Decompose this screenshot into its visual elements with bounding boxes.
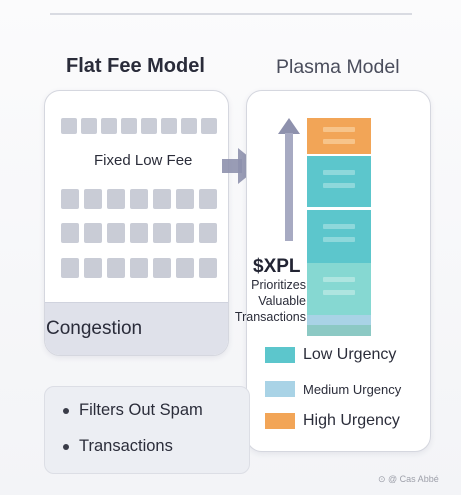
low-urgency-block <box>307 210 371 263</box>
transaction-block <box>130 258 148 278</box>
low-urgency-block <box>307 263 371 315</box>
flat-fee-model-title: Flat Fee Model <box>66 55 205 77</box>
transaction-block <box>153 223 171 243</box>
block-line <box>323 224 355 229</box>
transaction-block <box>130 223 148 243</box>
high-urgency-block <box>307 118 371 154</box>
bullet-text: Filters Out Spam <box>79 401 203 419</box>
transaction-block <box>84 189 102 209</box>
legend-label: Low Urgency <box>303 346 397 363</box>
block-divider <box>307 154 371 156</box>
transaction-block <box>107 258 125 278</box>
bullet-dot-icon <box>63 443 69 450</box>
transaction-block <box>199 189 217 209</box>
block-line <box>323 127 355 132</box>
transaction-block <box>199 223 217 243</box>
flat-fee-panel: Fixed Low Fee <box>44 90 229 356</box>
block-line <box>323 139 355 144</box>
benefits-panel <box>44 386 250 474</box>
legend-low-urgency: Low Urgency <box>265 346 396 364</box>
congestion-band <box>45 302 228 355</box>
transaction-block <box>61 223 79 243</box>
transaction-block <box>107 189 125 209</box>
bullet-item: Transactions <box>63 437 173 456</box>
transaction-block <box>153 258 171 278</box>
priority-line: Transactions <box>234 310 306 324</box>
low-urgency-block <box>307 325 371 336</box>
priority-up-arrow-icon <box>278 118 300 241</box>
fee-slot-row <box>61 118 217 134</box>
transaction-block <box>107 223 125 243</box>
transaction-stack <box>307 118 371 336</box>
bullet-text: Transactions <box>79 437 173 455</box>
transaction-block <box>176 258 194 278</box>
block-line <box>323 290 355 295</box>
bullet-item: Filters Out Spam <box>63 401 203 420</box>
fee-slot <box>101 118 117 134</box>
transaction-block <box>153 189 171 209</box>
transaction-block <box>130 189 148 209</box>
top-divider <box>50 13 412 15</box>
transaction-block <box>84 258 102 278</box>
priority-description: Prioritizes Valuable Transactions <box>235 277 306 325</box>
congestion-label: Congestion <box>46 318 143 339</box>
transaction-block <box>61 189 79 209</box>
block-line <box>323 237 355 242</box>
fee-slot <box>181 118 197 134</box>
priority-line: Prioritizes <box>251 278 306 292</box>
transaction-block <box>176 189 194 209</box>
transaction-row <box>61 223 217 243</box>
transaction-row <box>61 189 217 209</box>
priority-line: Valuable <box>258 294 306 308</box>
legend-label: Medium Urgency <box>303 381 402 397</box>
transaction-block <box>61 258 79 278</box>
fee-slot <box>141 118 157 134</box>
fee-slot <box>201 118 217 134</box>
legend-label: High Urgency <box>303 412 400 429</box>
legend-medium-urgency: Medium Urgency <box>265 381 401 397</box>
low-urgency-block <box>307 156 371 207</box>
legend-high-urgency: High Urgency <box>265 412 400 430</box>
fee-slot <box>121 118 137 134</box>
legend-swatch <box>265 347 295 363</box>
fee-slot <box>81 118 97 134</box>
transaction-block <box>199 258 217 278</box>
block-line <box>323 277 355 282</box>
block-divider <box>307 207 371 210</box>
fixed-low-fee-label: Fixed Low Fee <box>94 152 193 169</box>
medium-urgency-block <box>307 315 371 325</box>
block-line <box>323 183 355 188</box>
watermark: ⊙ @ Cas Abbé <box>378 474 439 484</box>
bullet-dot-icon <box>63 407 69 414</box>
xpl-token-label: $XPL <box>253 256 301 277</box>
transaction-block <box>84 223 102 243</box>
fee-slot <box>161 118 177 134</box>
fee-slot <box>61 118 77 134</box>
transaction-row <box>61 258 217 278</box>
plasma-model-title: Plasma Model <box>276 56 400 78</box>
legend-swatch <box>265 413 295 429</box>
legend-swatch <box>265 381 295 397</box>
block-line <box>323 170 355 175</box>
transaction-block <box>176 223 194 243</box>
